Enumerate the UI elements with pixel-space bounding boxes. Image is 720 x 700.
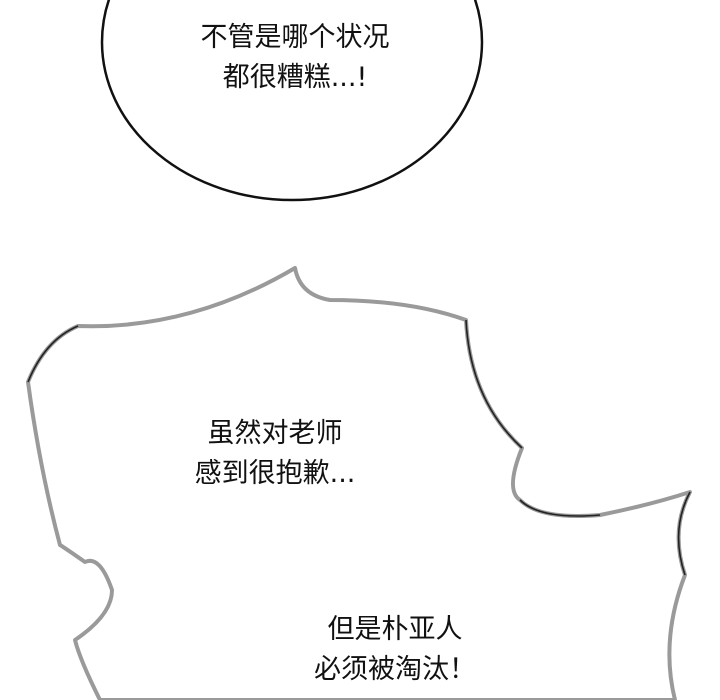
dialogue-line: 感到很抱歉... (194, 458, 356, 489)
dialogue-line: 都很糟糕...! (222, 62, 368, 93)
dialogue-line: 必须被淘汰！ (314, 654, 476, 685)
dialogue-line: 不管是哪个状况 (200, 22, 390, 53)
bubble-shout-1-text: 虽然对老师 感到很抱歉... (160, 414, 390, 494)
spiky-shout-bubble (26, 266, 692, 700)
round-speech-bubble (100, 0, 484, 202)
bubble-top-text: 不管是哪个状况 都很糟糕...! (150, 18, 440, 98)
bubble-shout-2-text: 但是朴亚人 必须被淘汰！ (280, 610, 510, 690)
dialogue-line: 但是朴亚人 (327, 614, 463, 645)
dialogue-line: 虽然对老师 (207, 418, 343, 449)
